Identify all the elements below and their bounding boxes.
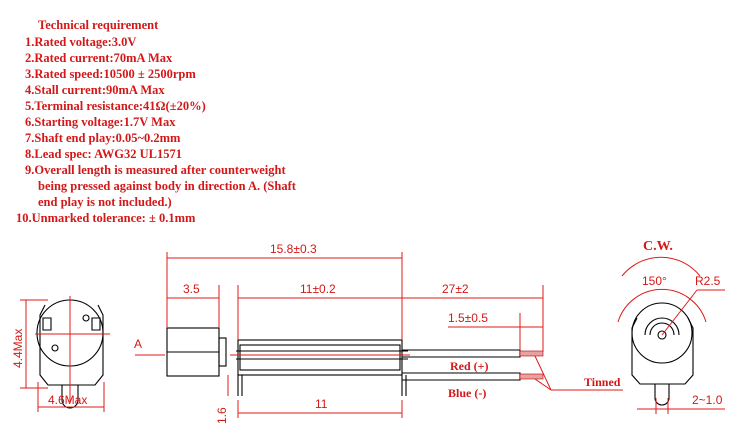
width-dim: 4.6Max	[48, 393, 87, 407]
spec-item-text: Overall length is measured after counter…	[34, 163, 286, 177]
spec-item-number: 5.	[25, 99, 35, 113]
angle-label: 150°	[642, 274, 667, 288]
spec-item: 4.Stall current:90mA Max	[25, 83, 165, 97]
spec-item-text: Unmarked tolerance: ± 0.1mm	[31, 211, 196, 225]
spec-item-text: Shaft end play:0.05~0.2mm	[34, 131, 181, 145]
right-end-view: C.W. 150° R2.5 2~1.0	[617, 239, 725, 414]
spec-item-text: Rated current:70mA Max	[34, 51, 173, 65]
body-length-dim: 11±0.2	[300, 282, 336, 296]
spec-item-number: 6.	[25, 115, 35, 129]
spec-item-text: being pressed against body in direction …	[38, 179, 296, 193]
spec-item-text: Terminal resistance:41Ω(±20%)	[34, 99, 206, 113]
direction-label: A	[134, 337, 142, 351]
terminal-height-dim: 1.6	[215, 407, 229, 424]
spec-item-number: 1.	[25, 35, 35, 49]
left-end-view: 4.4Max 4.6Max	[11, 296, 110, 412]
weight-length-dim: 3.5	[183, 282, 200, 296]
red-lead-label: Red (+)	[450, 359, 489, 373]
spec-item-number: 3.	[25, 67, 35, 81]
spec-item-number: 8.	[25, 147, 35, 161]
spec-item: 1.Rated voltage:3.0V	[25, 35, 136, 49]
spec-item-text: Stall current:90mA Max	[34, 83, 165, 97]
spec-item: 9.Overall length is measured after count…	[25, 163, 286, 177]
spec-item-text: Rated voltage:3.0V	[34, 35, 137, 49]
spec-item-text: Starting voltage:1.7V Max	[34, 115, 176, 129]
spec-item-number: 10.	[16, 211, 32, 225]
blue-lead-label: Blue (-)	[448, 386, 486, 400]
spec-item-text: end play is not included.)	[38, 195, 172, 209]
spec-item: 3.Rated speed:10500 ± 2500rpm	[25, 67, 196, 81]
spec-item-number: 7.	[25, 131, 35, 145]
spec-item: 10.Unmarked tolerance: ± 0.1mm	[16, 211, 195, 225]
radius-label: R2.5	[695, 274, 721, 288]
overall-length-dim: 15.8±0.3	[270, 242, 317, 256]
spec-title: Technical requirement	[38, 18, 159, 32]
side-view: A 15.8±0.3 3.5 11±0.2 27±2 1.5±0.5 11 1.…	[134, 242, 623, 424]
spec-item-text: Lead spec: AWG32 UL1571	[34, 147, 182, 161]
terminal-length-dim: 11	[315, 397, 328, 411]
spec-item: end play is not included.)	[38, 195, 172, 209]
spec-item-number: 2.	[25, 51, 35, 65]
tail-dim: 2~1.0	[692, 393, 723, 407]
spec-item: 8.Lead spec: AWG32 UL1571	[25, 147, 182, 161]
spec-item: 5.Terminal resistance:41Ω(±20%)	[25, 99, 206, 113]
spec-item-text: Rated speed:10500 ± 2500rpm	[34, 67, 196, 81]
lead-length-dim: 27±2	[442, 282, 469, 296]
spec-item: being pressed against body in direction …	[38, 179, 296, 193]
spec-item: 7.Shaft end play:0.05~0.2mm	[25, 131, 180, 145]
rotation-label: C.W.	[643, 239, 673, 254]
spec-item-number: 9.	[25, 163, 35, 177]
strip-length-dim: 1.5±0.5	[448, 311, 488, 325]
spec-item-number: 4.	[25, 83, 35, 97]
height-dim: 4.4Max	[11, 329, 25, 368]
spec-item: 2.Rated current:70mA Max	[25, 51, 172, 65]
tinned-label: Tinned	[584, 375, 621, 389]
spec-item: 6.Starting voltage:1.7V Max	[25, 115, 175, 129]
